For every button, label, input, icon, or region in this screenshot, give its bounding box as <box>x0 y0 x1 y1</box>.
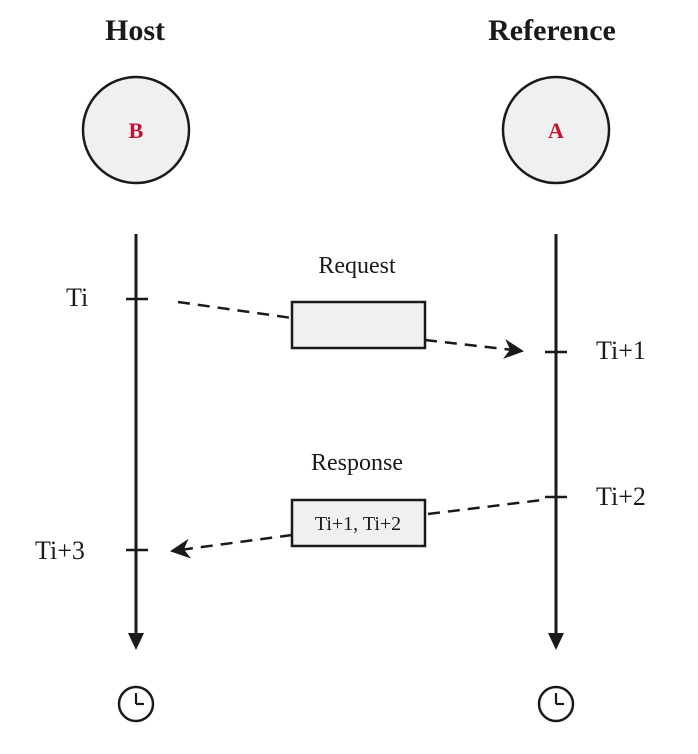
label-ti3: Ti+3 <box>35 536 85 565</box>
reference-timeline <box>548 234 564 650</box>
request-packet <box>290 300 427 350</box>
request-line-a <box>177 300 293 320</box>
reference-title: Reference <box>488 14 616 47</box>
label-ti2: Ti+2 <box>596 482 646 511</box>
label-ti1: Ti+1 <box>596 336 646 365</box>
label-ti: Ti <box>66 283 88 312</box>
response-label: Response <box>311 450 403 476</box>
request-label: Request <box>318 253 396 279</box>
reference-clock-icon <box>537 685 575 723</box>
host-title: Host <box>105 14 165 47</box>
host-timeline <box>128 234 144 650</box>
reference-node: A <box>501 75 611 185</box>
reference-node-label: A <box>548 118 564 143</box>
response-line-a <box>427 498 543 516</box>
host-clock-icon <box>117 685 155 723</box>
request-line-b <box>424 338 524 359</box>
host-node: B <box>81 75 191 185</box>
response-payload: Ti+1, Ti+2 <box>315 513 401 535</box>
response-line-b <box>170 533 293 559</box>
host-node-label: B <box>129 118 144 143</box>
response-packet <box>290 498 427 548</box>
